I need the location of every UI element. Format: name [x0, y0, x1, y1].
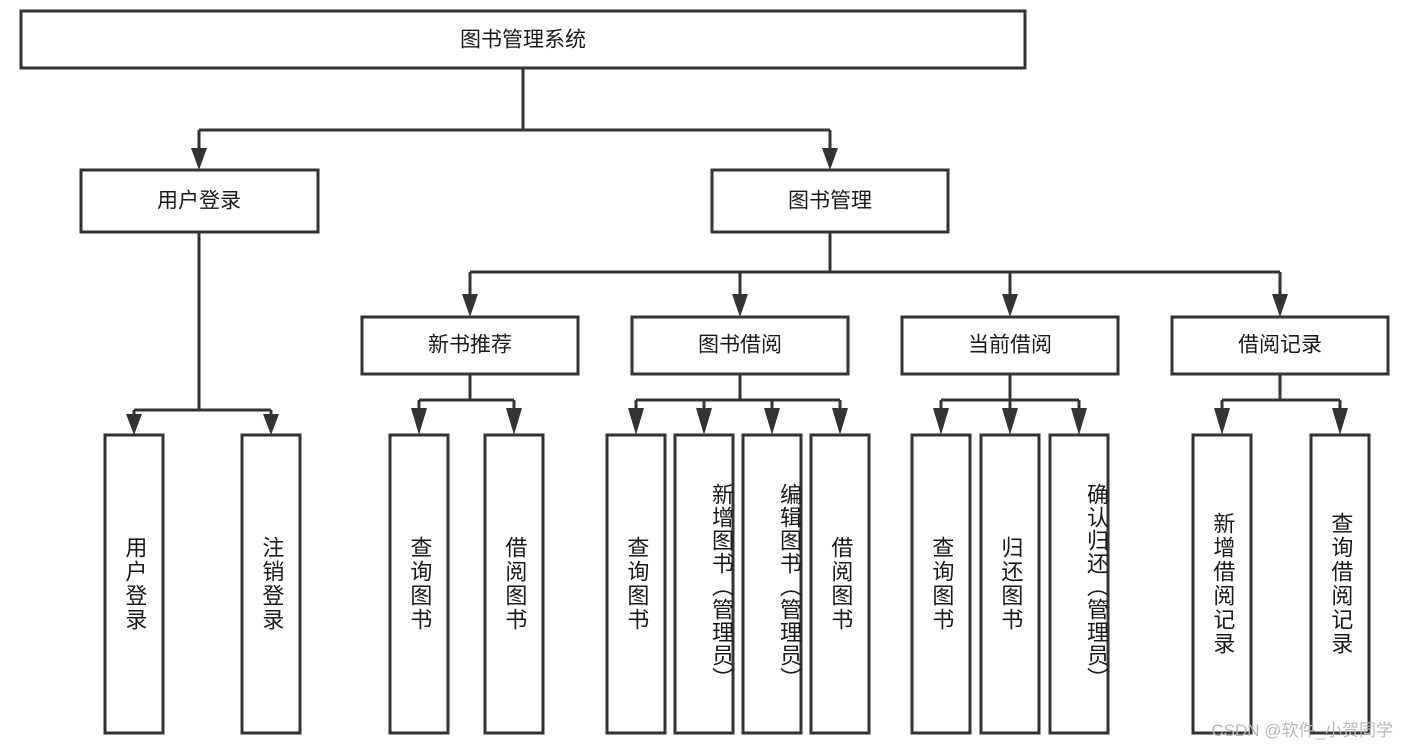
node-user-login[interactable]: 用户登录 [79, 168, 320, 234]
leaf-user-login-logout-label: 注销登录 [259, 536, 285, 632]
leaf-user-login-login-box[interactable] [103, 433, 165, 735]
arrowhead-borrowrecord [1272, 294, 1288, 317]
arrowhead-newbook [462, 294, 478, 317]
node-book-management-label: 图书管理 [788, 190, 872, 213]
leaf-user-login-logout-label-wrap: 注销登录 [259, 536, 285, 632]
node-current-borrow[interactable]: 当前借阅 [900, 315, 1120, 376]
leaf-current-borrow-confirm-label: 确认归还（管理员） [1084, 482, 1108, 690]
leaf-current-borrow-return-box[interactable] [979, 433, 1041, 735]
leaf-new-book-query-box[interactable] [388, 433, 450, 735]
arrowhead-newbook-leaf-1 [411, 408, 427, 435]
node-borrow-record[interactable]: 借阅记录 [1170, 315, 1390, 376]
node-borrow-record-label: 借阅记录 [1238, 334, 1322, 357]
node-new-book-recommend-box[interactable] [360, 315, 580, 376]
leaf-book-borrow-query-label: 查询图书 [624, 536, 650, 632]
node-book-borrow-label: 图书借阅 [698, 334, 782, 357]
arrowhead-bookborrow-leaf-2 [696, 408, 712, 435]
leaf-book-borrow-edit-box[interactable] [741, 433, 803, 735]
leaf-book-borrow-edit[interactable]: 编辑图书（管理员） [741, 433, 803, 735]
leaf-book-borrow-borrow-label-wrap: 借阅图书 [828, 536, 854, 632]
node-current-borrow-label: 当前借阅 [968, 334, 1052, 357]
leaf-borrow-record-add-box[interactable] [1191, 433, 1253, 735]
arrowhead-leaf-logout [263, 414, 279, 435]
node-new-book-recommend-label: 新书推荐 [428, 334, 512, 357]
arrowhead-leaf-user-login [126, 414, 142, 435]
node-book-borrow[interactable]: 图书借阅 [630, 315, 850, 376]
leaf-book-borrow-borrow[interactable]: 借阅图书 [809, 433, 871, 735]
leaf-current-borrow-confirm-label-wrap: 确认归还（管理员） [1084, 482, 1108, 690]
leaf-book-borrow-edit-label-wrap: 编辑图书（管理员） [777, 482, 801, 690]
node-new-book-recommend[interactable]: 新书推荐 [360, 315, 580, 376]
arrowhead-borrowrecord-leaf-2 [1332, 408, 1348, 435]
leaf-current-borrow-return-label: 归还图书 [998, 536, 1024, 632]
leaf-borrow-record-query-label-wrap: 查询借阅记录 [1328, 512, 1354, 656]
arrowhead-currentborrow-leaf-3 [1071, 408, 1087, 435]
leaf-borrow-record-add[interactable]: 新增借阅记录 [1191, 433, 1253, 735]
arrowhead-currentborrow-leaf-1 [933, 408, 949, 435]
node-current-borrow-box[interactable] [900, 315, 1120, 376]
leaf-current-borrow-confirm-box[interactable] [1048, 433, 1110, 735]
leaf-current-borrow-query-label: 查询图书 [929, 536, 955, 632]
leaf-user-login-logout[interactable]: 注销登录 [240, 433, 302, 735]
leaf-current-borrow-return-label-wrap: 归还图书 [998, 536, 1024, 632]
leaf-new-book-borrow-label-wrap: 借阅图书 [502, 536, 528, 632]
node-root-system-box[interactable] [19, 9, 1027, 70]
leaf-borrow-record-add-label: 新增借阅记录 [1210, 512, 1236, 656]
leaf-new-book-query[interactable]: 查询图书 [388, 433, 450, 735]
leaf-book-borrow-edit-label: 编辑图书（管理员） [777, 482, 801, 690]
arrowhead-bookborrow-leaf-3 [764, 408, 780, 435]
leaf-new-book-borrow-label: 借阅图书 [502, 536, 528, 632]
node-book-management-box[interactable] [710, 168, 950, 234]
leaf-book-borrow-add-label-wrap: 新增图书（管理员） [709, 482, 733, 690]
leaf-user-login-login-label: 用户登录 [122, 536, 148, 632]
leaf-borrow-record-query[interactable]: 查询借阅记录 [1309, 433, 1371, 735]
node-borrow-record-box[interactable] [1170, 315, 1390, 376]
leaf-book-borrow-query[interactable]: 查询图书 [605, 433, 667, 735]
arrowhead-bookmgmt [822, 148, 838, 170]
leaf-user-login-login-label-wrap: 用户登录 [122, 536, 148, 632]
leaf-new-book-query-label: 查询图书 [407, 536, 433, 632]
leaf-book-borrow-borrow-box[interactable] [809, 433, 871, 735]
leaf-book-borrow-add-box[interactable] [673, 433, 735, 735]
leaf-user-login-logout-box[interactable] [240, 433, 302, 735]
node-user-login-label: 用户登录 [157, 190, 241, 213]
node-user-login-box[interactable] [79, 168, 320, 234]
leaf-borrow-record-query-label: 查询借阅记录 [1328, 512, 1354, 656]
leaf-new-book-borrow[interactable]: 借阅图书 [483, 433, 545, 735]
connector-layer [126, 68, 1348, 435]
leaf-book-borrow-query-label-wrap: 查询图书 [624, 536, 650, 632]
leaf-borrow-record-query-box[interactable] [1309, 433, 1371, 735]
leaf-user-login-login[interactable]: 用户登录 [103, 433, 165, 735]
leaf-current-borrow-confirm[interactable]: 确认归还（管理员） [1048, 433, 1110, 735]
leaf-new-book-query-label-wrap: 查询图书 [407, 536, 433, 632]
node-root-system[interactable]: 图书管理系统 [19, 9, 1027, 70]
leaf-current-borrow-query-label-wrap: 查询图书 [929, 536, 955, 632]
leaf-borrow-record-add-label-wrap: 新增借阅记录 [1210, 512, 1236, 656]
leaf-new-book-borrow-box[interactable] [483, 433, 545, 735]
arrowhead-currentborrow [1002, 294, 1018, 317]
arrowhead-userlogin [191, 148, 207, 170]
leaf-current-borrow-return[interactable]: 归还图书 [979, 433, 1041, 735]
arrowhead-newbook-leaf-2 [506, 408, 522, 435]
node-book-borrow-box[interactable] [630, 315, 850, 376]
leaf-current-borrow-query-box[interactable] [910, 433, 972, 735]
arrowhead-bookborrow-leaf-1 [628, 408, 644, 435]
arrowhead-borrowrecord-leaf-1 [1214, 408, 1230, 435]
node-root-system-label: 图书管理系统 [460, 29, 586, 52]
leaf-book-borrow-borrow-label: 借阅图书 [828, 536, 854, 632]
leaf-book-borrow-add-label: 新增图书（管理员） [709, 482, 733, 690]
arrowhead-currentborrow-leaf-2 [1002, 408, 1018, 435]
node-book-management[interactable]: 图书管理 [710, 168, 950, 234]
leaf-current-borrow-query[interactable]: 查询图书 [910, 433, 972, 735]
arrowhead-bookborrow [732, 294, 748, 317]
leaf-book-borrow-add[interactable]: 新增图书（管理员） [673, 433, 735, 735]
leaf-book-borrow-query-box[interactable] [605, 433, 667, 735]
arrowhead-bookborrow-leaf-4 [832, 408, 848, 435]
